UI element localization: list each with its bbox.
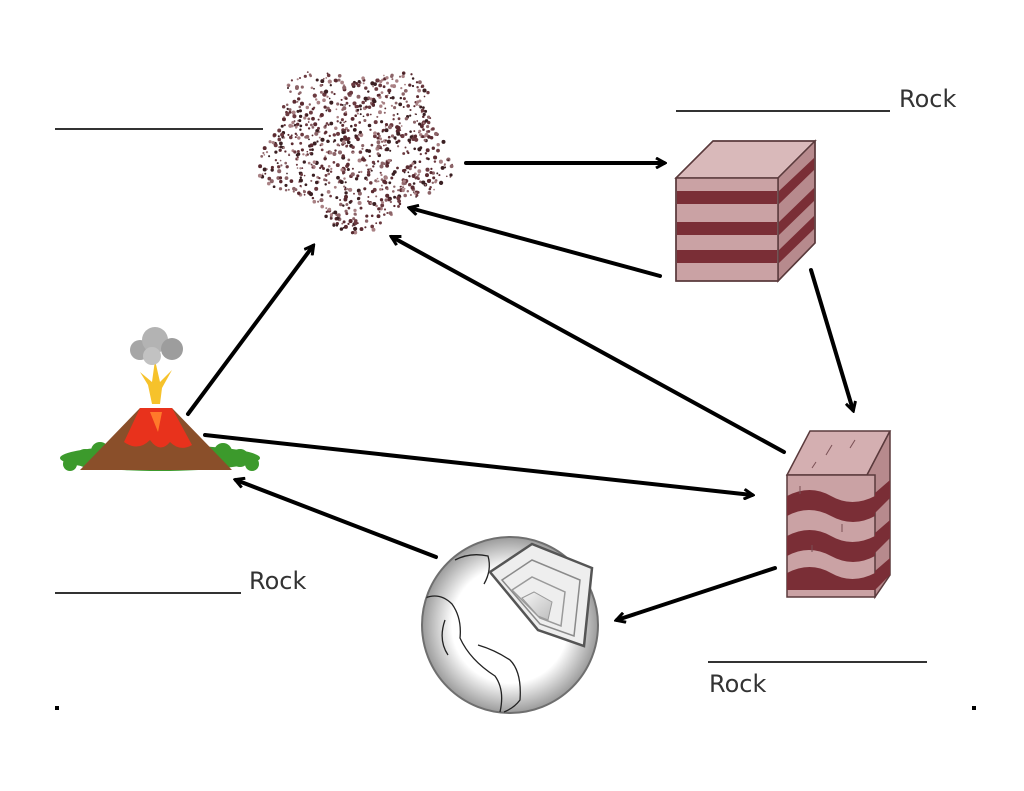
earth-cutaway-icon [421,536,599,714]
arrow-metamorphic-to-sediment [392,237,786,454]
sediment-pile-icon [257,71,454,235]
arrow-sedimentary-to-sediment [410,208,662,278]
metamorphic-rock-label: Rock [709,670,766,698]
arrow-igneous-to-sediment [186,246,313,416]
folded-rock-block-icon [785,430,892,600]
arrow-magma-to-igneous [236,480,438,559]
arrow-sedimentary-to-metamorphic [809,268,853,410]
arrow-metamorphic-to-magma [617,566,777,620]
layered-rock-block-icon [674,139,817,283]
igneous-rock-label: Rock [249,567,306,595]
cycle-arrows [186,163,853,620]
volcano-icon [60,327,260,471]
frame-bottom-ticks [55,706,976,710]
sedimentary-rock-label: Rock [899,85,956,113]
arrow-igneous-to-metamorphic [203,433,752,495]
